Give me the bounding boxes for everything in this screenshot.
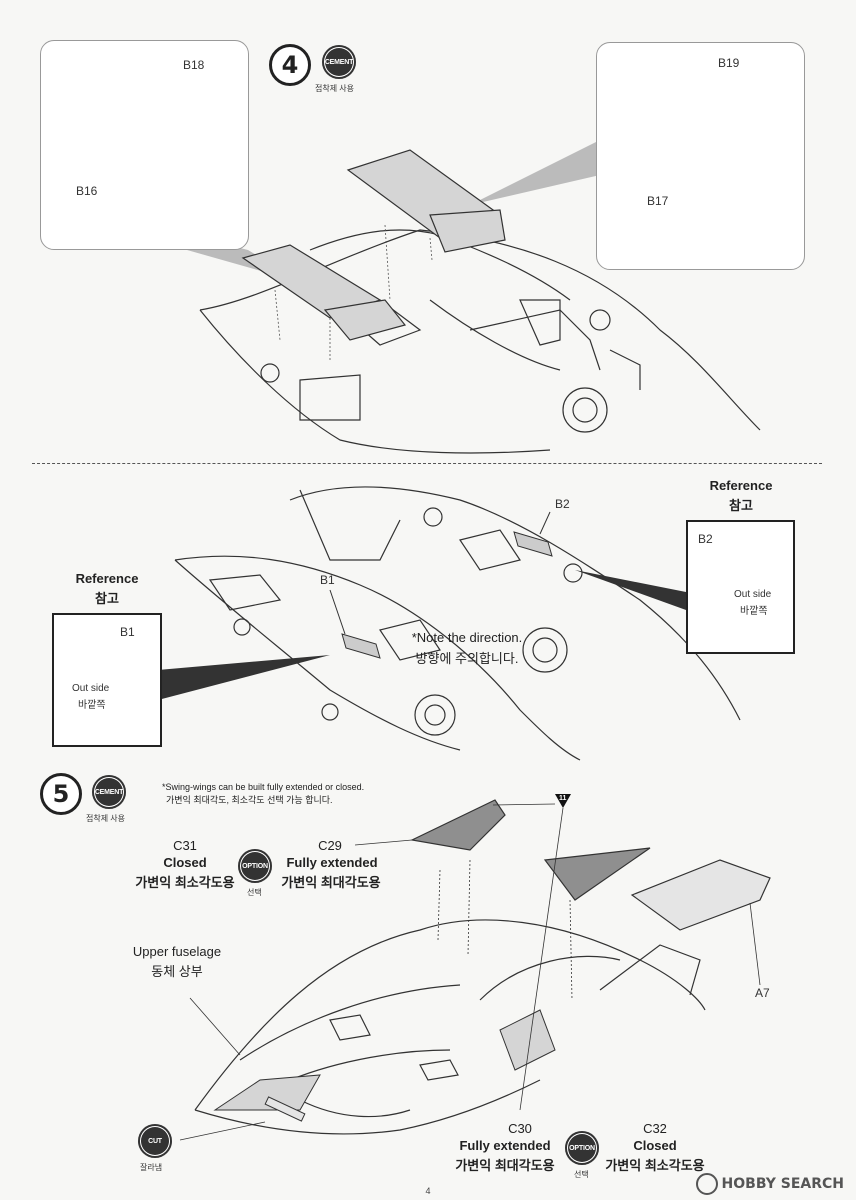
option-label-kr-top: 선택 — [247, 888, 262, 897]
direction-note: *Note the direction. — [411, 630, 523, 645]
c30-state-kr: 가변익 최대각도용 — [455, 1158, 555, 1173]
option-label-kr-bottom: 선택 — [574, 1170, 589, 1179]
ref-b2-label: B2 — [698, 532, 713, 546]
part-c31-label: C31 — [173, 838, 197, 853]
ref-left-title-kr: 참고 — [95, 591, 119, 606]
cement-badge: CEMENT — [322, 45, 356, 79]
ref-b1-outside: Out side — [72, 683, 110, 694]
c31-state: Closed — [163, 855, 207, 870]
part-b19-label: B19 — [718, 56, 740, 70]
step-4-number: 4 — [269, 44, 311, 86]
ref-right-title-kr: 참고 — [729, 498, 753, 513]
part-c30-label: C30 — [508, 1121, 532, 1136]
part-b18-label: B18 — [183, 58, 205, 72]
page-number: 4 — [425, 1186, 431, 1196]
direction-note-kr: 방향에 주의합니다. — [415, 651, 519, 666]
ref-b2-outside-kr: 바깥쪽 — [740, 606, 768, 617]
c31-state-kr: 가변익 최소각도용 — [135, 875, 235, 890]
watermark-text: HOBBY SEARCH — [721, 1176, 844, 1192]
part-c29-label: C29 — [318, 838, 342, 853]
part-b16-label: B16 — [76, 184, 98, 198]
option-badge-bottom: OPTION — [565, 1131, 599, 1165]
inset-b19-b17 — [596, 42, 805, 270]
cement-label-kr: 접착제 사용 — [315, 84, 355, 93]
inset-b18-b16 — [40, 40, 249, 250]
ref-left-title: Reference — [75, 571, 139, 586]
part-a7-label: A7 — [755, 986, 770, 1000]
section-divider — [32, 463, 822, 464]
c32-state-kr: 가변익 최소각도용 — [605, 1158, 705, 1173]
reference-box-b2: B2 Out side 바깥쪽 — [686, 520, 795, 654]
reference-box-b1: B1 Out side 바깥쪽 — [52, 613, 162, 747]
ref-b1-outside-kr: 바깥쪽 — [78, 700, 106, 711]
part-c32-label: C32 — [643, 1121, 667, 1136]
ref-b2-outside: Out side — [734, 589, 772, 600]
option-badge-top: OPTION — [238, 849, 272, 883]
cut-label-kr: 잘라냄 — [140, 1163, 163, 1172]
part-b17-label: B17 — [647, 194, 669, 208]
c30-state: Fully extended — [459, 1138, 551, 1153]
upper-fuselage-label: Upper fuselage — [132, 944, 222, 959]
cement-label-kr-step5: 접착제 사용 — [86, 814, 126, 823]
cement-badge-step5: CEMENT — [92, 775, 126, 809]
c32-state: Closed — [633, 1138, 677, 1153]
swing-wing-note-kr: 가변익 최대각도, 최소각도 선택 가능 합니다. — [166, 795, 333, 805]
cut-badge: CUT — [138, 1124, 172, 1158]
reference-triangle-icon — [555, 794, 571, 808]
swing-wing-note: *Swing-wings can be built fully extended… — [162, 782, 365, 792]
part-b2-label: B2 — [555, 497, 570, 511]
upper-fuselage-label-kr: 동체 상부 — [151, 964, 203, 979]
hobby-search-logo-icon — [695, 1173, 718, 1195]
c29-state-kr: 가변익 최대각도용 — [281, 875, 381, 890]
ref-b1-label: B1 — [120, 625, 135, 639]
ref-right-title: Reference — [709, 478, 773, 493]
watermark: HOBBY SEARCH — [695, 1173, 844, 1195]
reference-triangle-number: 11 — [559, 795, 567, 802]
part-b1-label: B1 — [320, 573, 335, 587]
step-5-number: 5 — [40, 773, 82, 815]
c29-state: Fully extended — [286, 855, 378, 870]
